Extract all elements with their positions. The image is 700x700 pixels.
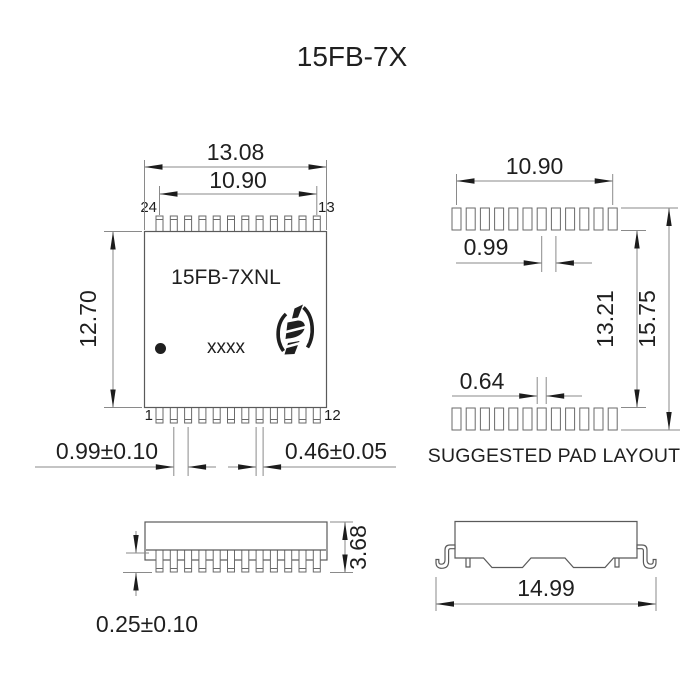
pin [593,207,604,231]
pin [593,407,604,431]
top-view-upper-pin-row [155,215,321,232]
pad-layout-view: 10.90 0.99 0.64 13.21 [428,153,681,467]
end-view-right-tab-pin [614,558,620,568]
end-view-body-outline [454,520,638,569]
pad-layout-upper-row [451,207,618,231]
pin [494,207,505,231]
end-view-left-lead [435,544,456,569]
pin [212,215,221,232]
pin [284,215,293,232]
pin [522,407,533,431]
dim-lead-pitch-value: 0.99±0.10 [56,438,158,464]
pin [298,407,307,424]
pin [269,407,278,424]
side-view: 0.25±0.10 3.68 [96,521,371,637]
dim-pad-width-value: 0.64 [460,368,505,394]
pin-label-1: 1 [145,407,153,424]
dim-standoff-value: 0.25±0.10 [96,611,198,637]
dim-lead-width-value: 0.46±0.05 [285,438,387,464]
dim-body-length: 12.70 [75,231,142,408]
dim-side-height-value: 3.68 [345,525,371,570]
pin [241,215,250,232]
pin [312,407,321,424]
pin [607,207,618,231]
pin [169,215,178,232]
pad-layout-caption: SUGGESTED PAD LAYOUT [428,445,681,467]
pin [565,407,576,431]
dim-pad-outer-height-value: 15.75 [634,290,660,348]
pin [198,407,207,424]
top-view: 15FB-7XNL xxxx 24 13 1 12 13.08 [35,139,396,476]
pin [465,407,476,431]
pin1-indicator-dot [155,343,166,354]
pin [536,407,547,431]
pin [479,207,490,231]
pin [312,215,321,232]
dim-standoff: 0.25±0.10 [96,531,198,637]
pin [212,407,221,424]
pad-layout-lower-row [451,407,618,431]
dim-pad-inner-height-value: 13.21 [592,290,618,348]
pin [227,215,235,232]
pin [184,407,193,424]
pin [465,207,476,231]
dim-pad-outer-height: 15.75 [621,207,680,431]
pin [550,207,561,231]
pin [155,407,164,424]
package-body-outline [143,230,328,409]
pin [241,407,250,424]
pin [255,407,264,424]
pin [451,207,462,231]
dim-pad-inner-height: 13.21 [592,230,646,408]
end-view-left-tab-pin [465,558,471,568]
dim-lead-pitch-and-width: 0.99±0.10 0.46±0.05 [35,427,396,476]
top-view-lower-pin-row [155,407,321,424]
pin [479,407,490,431]
pin [494,407,505,431]
pin [284,407,293,424]
pin [565,207,576,231]
pin [607,407,618,431]
dim-body-width: 13.08 [144,139,327,230]
dim-lead-tip-span: 14.99 [435,575,657,611]
pin [579,407,590,431]
pin [269,215,278,232]
dim-body-length-value: 12.70 [75,290,101,348]
date-code-marking: xxxx [207,337,246,358]
pin [198,215,207,232]
end-view-right-lead [636,544,657,569]
pin [255,215,264,232]
pin-label-12: 12 [324,407,341,424]
dim-side-height: 3.68 [330,521,371,573]
pin [184,215,193,232]
pin [536,207,547,231]
pin [508,407,519,431]
pin [508,207,519,231]
dim-lead-span-value: 10.90 [209,167,267,193]
part-number-marking: 15FB-7XNL [171,266,281,289]
pin [298,215,307,232]
pin [227,407,235,424]
pin [579,207,590,231]
dim-pad-pitch-value: 0.99 [464,234,509,260]
page-title: 15FB-7X [297,41,408,72]
dim-pad-width: 0.64 [452,368,582,404]
dim-pad-row-span-value: 10.90 [506,153,564,179]
pin [550,407,561,431]
pin [155,215,164,232]
pin [169,407,178,424]
pin-label-24: 24 [140,199,157,216]
brand-logo-icon [276,304,314,355]
pin [522,207,533,231]
dim-lead-span: 10.90 [159,167,318,215]
pin [451,407,462,431]
dim-pad-row-span: 10.90 [456,153,614,205]
dim-body-width-value: 13.08 [207,139,265,165]
end-view: 14.99 [435,520,657,611]
dim-pad-pitch: 0.99 [456,234,592,272]
dim-lead-tip-span-value: 14.99 [517,575,575,601]
